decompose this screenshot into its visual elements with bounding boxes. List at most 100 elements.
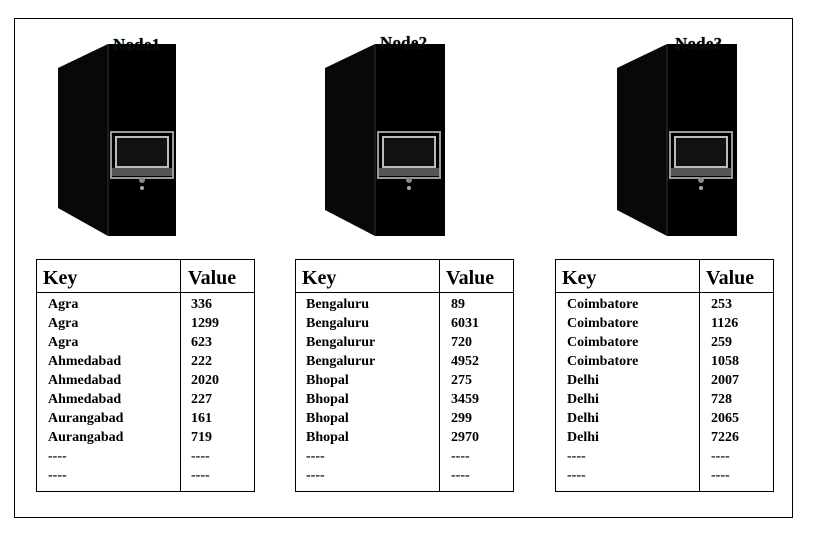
value-cell: 227 — [191, 392, 212, 407]
table-row: ---- ---- — [556, 449, 773, 468]
value-cell: 161 — [191, 411, 212, 426]
value-cell: 2007 — [711, 373, 739, 388]
table-row: Aurangabad 719 — [37, 430, 254, 449]
key-cell: Delhi — [567, 430, 599, 445]
key-cell: Coimbatore — [567, 354, 639, 369]
value-cell: 3459 — [451, 392, 479, 407]
key-cell: Bengalurur — [306, 335, 376, 350]
key-cell: ---- — [48, 449, 67, 464]
value-cell: 2970 — [451, 430, 479, 445]
key-cell: Bengaluru — [306, 316, 370, 331]
key-cell: Coimbatore — [567, 316, 639, 331]
key-cell: Agra — [48, 297, 79, 312]
table-row: Agra 336 — [37, 297, 254, 316]
key-column-header: Key — [43, 267, 78, 289]
value-cell: 253 — [711, 297, 732, 312]
table-row: Agra 1299 — [37, 316, 254, 335]
key-cell: ---- — [48, 468, 67, 483]
table-row: Delhi 728 — [556, 392, 773, 411]
key-cell: Aurangabad — [48, 430, 124, 445]
table-row: ---- ---- — [37, 449, 254, 468]
key-cell: Coimbatore — [567, 297, 639, 312]
value-cell: ---- — [711, 468, 730, 483]
column-divider — [699, 260, 700, 491]
key-cell: Bhopal — [306, 373, 349, 388]
table-row: ---- ---- — [296, 468, 513, 487]
key-cell: Aurangabad — [48, 411, 124, 426]
server-tower-icon — [58, 44, 176, 236]
key-cell: Delhi — [567, 392, 599, 407]
value-cell: ---- — [191, 449, 210, 464]
key-column-header: Key — [562, 267, 597, 289]
value-cell: 299 — [451, 411, 472, 426]
node-label: Node1 — [113, 35, 161, 54]
table-row: Ahmedabad 222 — [37, 354, 254, 373]
table-row: Agra 623 — [37, 335, 254, 354]
value-cell: 89 — [451, 297, 465, 312]
key-cell: Bhopal — [306, 430, 349, 445]
table-row: ---- ---- — [556, 468, 773, 487]
key-cell: Agra — [48, 335, 79, 350]
value-cell: 259 — [711, 335, 732, 350]
value-cell: 728 — [711, 392, 732, 407]
server-tower-icon — [617, 44, 737, 236]
value-cell: 336 — [191, 297, 212, 312]
key-cell: ---- — [567, 449, 586, 464]
value-cell: 7226 — [711, 430, 739, 445]
table-row: ---- ---- — [37, 468, 254, 487]
key-cell: ---- — [567, 468, 586, 483]
table-row: Coimbatore 1126 — [556, 316, 773, 335]
table-row: Delhi 2007 — [556, 373, 773, 392]
value-cell: 2065 — [711, 411, 739, 426]
table-row: Delhi 7226 — [556, 430, 773, 449]
key-cell: Bengalurur — [306, 354, 376, 369]
value-cell: 222 — [191, 354, 212, 369]
value-cell: ---- — [191, 468, 210, 483]
key-cell: Delhi — [567, 373, 599, 388]
key-cell: Coimbatore — [567, 335, 639, 350]
column-divider — [180, 260, 181, 491]
table-row: Ahmedabad 227 — [37, 392, 254, 411]
node-label: Node3 — [675, 34, 723, 53]
value-cell: 719 — [191, 430, 212, 445]
value-cell: 275 — [451, 373, 472, 388]
node-label: Node2 — [380, 33, 428, 52]
value-cell: 1126 — [711, 316, 739, 331]
value-cell: 1058 — [711, 354, 739, 369]
value-cell: ---- — [711, 449, 730, 464]
value-column-header: Value — [706, 267, 755, 289]
table-row: Coimbatore 253 — [556, 297, 773, 316]
value-cell: 2020 — [191, 373, 219, 388]
key-cell: Ahmedabad — [48, 392, 122, 407]
value-cell: 623 — [191, 335, 212, 350]
key-cell: Ahmedabad — [48, 354, 122, 369]
key-cell: ---- — [306, 468, 325, 483]
key-column-header: Key — [302, 267, 337, 289]
table-header: Key Value — [556, 260, 773, 293]
value-cell: ---- — [451, 468, 470, 483]
value-cell: 1299 — [191, 316, 219, 331]
value-column-header: Value — [188, 267, 237, 289]
key-cell: Ahmedabad — [48, 373, 122, 388]
key-cell: Agra — [48, 316, 79, 331]
value-cell: 6031 — [451, 316, 479, 331]
table-row: -------- — [296, 449, 513, 468]
table-header: Key Value — [37, 260, 254, 293]
table-row: Coimbatore 1058 — [556, 354, 773, 373]
diagram-frame — [14, 18, 793, 518]
table-row: Bhopal 2970 — [296, 430, 513, 449]
key-cell: ---- — [306, 449, 325, 464]
table-row: Coimbatore 259 — [556, 335, 773, 354]
